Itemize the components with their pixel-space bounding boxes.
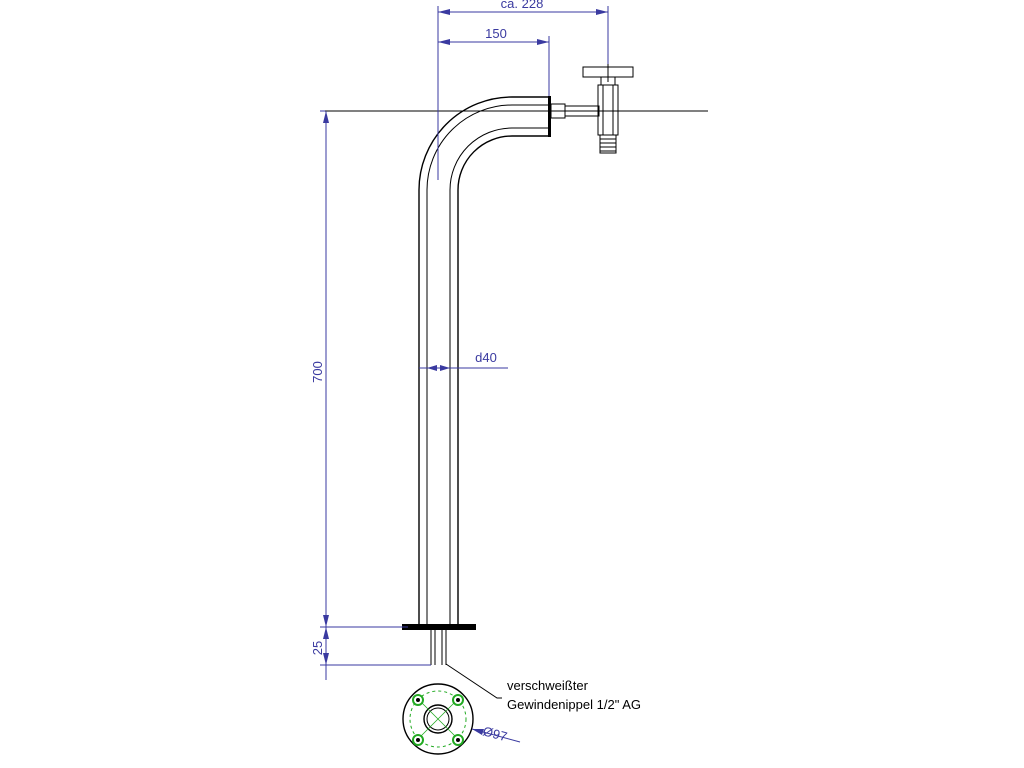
note-line-1: verschweißter (507, 678, 589, 693)
dimension-spout-width-label: 150 (485, 26, 507, 41)
dimension-height: 700 (310, 110, 408, 628)
tap-valve (550, 60, 634, 154)
flange (402, 624, 476, 630)
threaded-nipple (430, 630, 447, 665)
dimension-pipe-diameter-label: d40 (475, 350, 497, 365)
note-leader (445, 663, 502, 699)
note-line-2: Gewindenippel 1/2" AG (507, 697, 641, 712)
dimension-height-label: 700 (310, 361, 325, 383)
dimension-flange-height: 25 (310, 627, 431, 680)
dimension-flange-height-label: 25 (310, 641, 325, 655)
dimension-spout-width: 150 (438, 26, 550, 96)
dimension-flange-diameter: Ø97 (471, 723, 521, 744)
pipe (418, 96, 551, 627)
dimension-pipe-diameter: d40 (419, 350, 508, 371)
dimension-flange-diameter-label: Ø97 (481, 723, 509, 744)
flange-plan-view (402, 683, 474, 755)
dimension-overall-width-label: ca. 228 (501, 0, 544, 11)
dimension-overall-width: ca. 228 (437, 0, 609, 180)
